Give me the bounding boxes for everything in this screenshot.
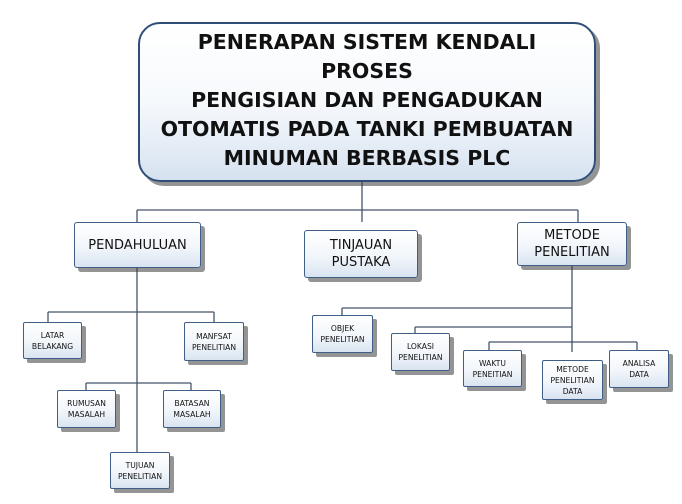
node-pendahuluan: PENDAHULUAN [74,222,201,268]
node-manfaat-penelitian: MANFSAT PENELITIAN [184,322,244,361]
node-rumusan-masalah: RUMUSAN MASALAH [57,390,116,428]
node-tujuan-penelitian: TUJUAN PENELITIAN [110,452,170,489]
node-waktu-penelitian: WAKTU PENEITIAN [463,350,522,387]
node-batasan-masalah: BATASAN MASALAH [163,390,221,428]
node-lokasi-penelitian: LOKASI PENELITIAN [391,333,450,371]
node-metode-penelitian: METODE PENELITIAN [517,222,627,266]
node-latar-belakang: LATAR BELAKANG [23,322,82,359]
node-metode-penelitian-data: METODE PENELITIAN DATA [542,360,603,400]
node-analisa-data: ANALISA DATA [609,350,669,388]
node-tinjauan-pustaka: TINJAUAN PUSTAKA [304,230,418,278]
node-objek-penelitian: OBJEK PENELITIAN [312,315,373,353]
diagram-title: PENERAPAN SISTEM KENDALI PROSES PENGISIA… [138,22,596,182]
